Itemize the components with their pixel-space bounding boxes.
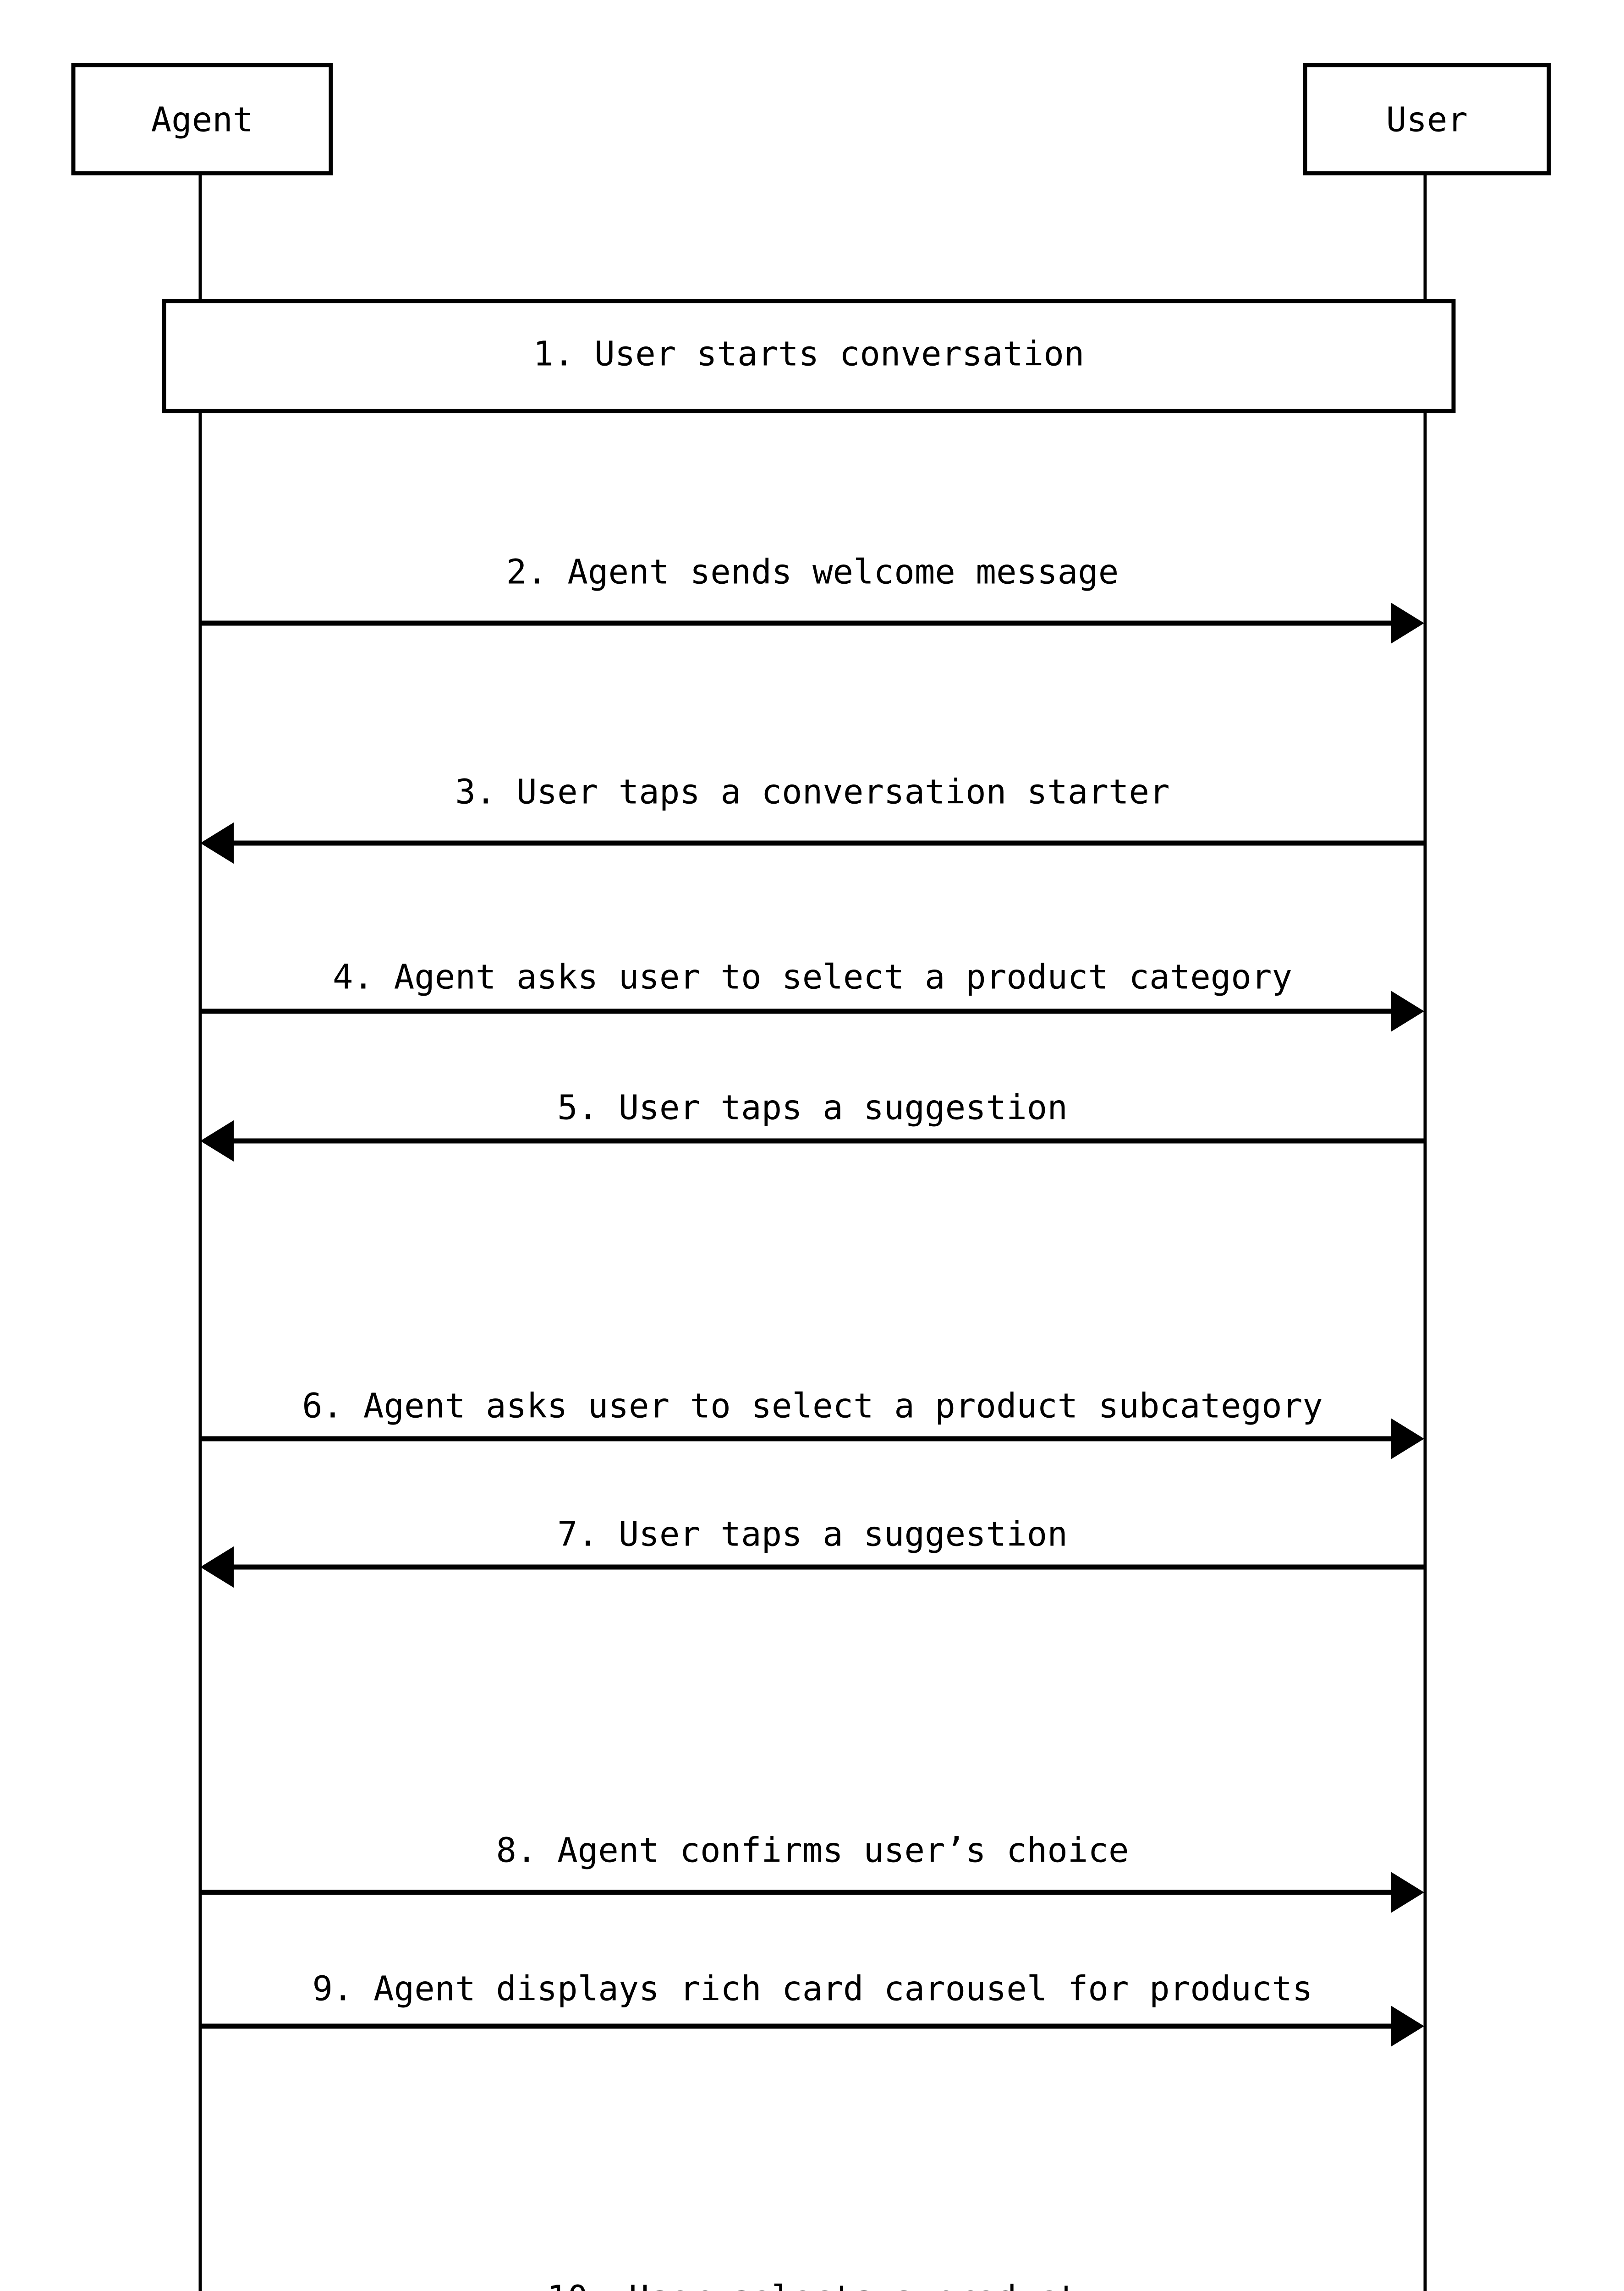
step-2-message[interactable]: 2. Agent sends welcome message [200,553,1424,644]
arrow-head-right-step-4 [1391,991,1424,1032]
message-label-step-7: 7. User taps a suggestion [557,1515,1068,1554]
lifelines-group [198,173,1427,2291]
message-label-step-9: 9. Agent displays rich card carousel for… [312,1969,1312,2009]
step-1-note[interactable]: 1. User starts conversation [162,299,1456,413]
step-4-message[interactable]: 4. Agent asks user to select a product c… [200,958,1424,1032]
participant-label-user-top: User [1386,100,1468,140]
arrow-head-left-step-5 [200,1120,234,1162]
message-label-step-6: 6. Agent asks user to select a product s… [302,1387,1323,1426]
message-label-step-5: 5. User taps a suggestion [557,1088,1068,1128]
message-label-step-2: 2. Agent sends welcome message [506,553,1119,592]
step-3-message[interactable]: 3. User taps a conversation starter [200,773,1425,864]
message-label-step-10: 10. User selects a product [547,2279,1078,2291]
message-label-step-3: 3. User taps a conversation starter [455,773,1169,812]
step-7-message[interactable]: 7. User taps a suggestion [200,1515,1425,1588]
participant-box-agent-top[interactable] [71,63,333,175]
step-10-message[interactable]: 10. User selects a product [200,2279,1425,2291]
message-label-step-4: 4. Agent asks user to select a product c… [333,958,1292,997]
arrow-head-right-step-2 [1391,603,1424,644]
arrow-head-left-step-3 [200,822,234,864]
arrow-head-left-step-7 [200,1546,234,1588]
note-box-step-1[interactable] [162,299,1456,413]
arrow-head-right-step-6 [1391,1418,1424,1459]
arrow-head-right-step-8 [1391,1872,1424,1913]
note-label-step-1: 1. User starts conversation [533,334,1085,374]
step-5-message[interactable]: 5. User taps a suggestion [200,1088,1425,1162]
participant-box-user-top[interactable] [1303,63,1551,175]
message-label-step-8: 8. Agent confirms user’s choice [496,1831,1129,1870]
participant-label-agent-top: Agent [151,100,253,140]
step-6-message[interactable]: 6. Agent asks user to select a product s… [200,1387,1424,1460]
step-8-message[interactable]: 8. Agent confirms user’s choice [200,1831,1424,1913]
step-9-message[interactable]: 9. Agent displays rich card carousel for… [200,1969,1424,2047]
participant-header-agent[interactable]: Agent [71,63,333,175]
participant-header-user[interactable]: User [1303,63,1551,175]
arrow-head-right-step-9 [1391,2006,1424,2047]
